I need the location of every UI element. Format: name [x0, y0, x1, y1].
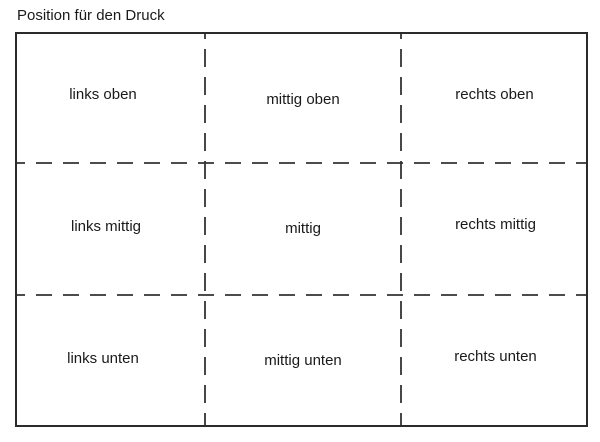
cell-label-rechts-mittig: rechts mittig: [455, 215, 536, 233]
cell-mittig: mittig: [205, 163, 401, 295]
cell-links-mittig: links mittig: [15, 163, 205, 295]
cell-rechts-mittig: rechts mittig: [401, 163, 588, 295]
cell-mittig-unten: mittig unten: [205, 295, 401, 427]
cell-mittig-oben: mittig oben: [205, 32, 401, 163]
cell-label-links-mittig: links mittig: [70, 217, 141, 235]
cell-label-mittig-unten: mittig unten: [264, 351, 342, 369]
cell-label-links-unten: links unten: [67, 349, 139, 367]
cell-label-mittig-oben: mittig oben: [266, 91, 340, 108]
cell-label-mittig: mittig: [285, 219, 321, 237]
cell-rechts-unten: rechts unten: [401, 295, 588, 427]
cell-rechts-oben: rechts oben: [401, 32, 588, 163]
diagram-title: Position für den Druck: [17, 7, 165, 24]
cell-links-unten: links unten: [15, 295, 205, 427]
cell-label-rechts-unten: rechts unten: [454, 347, 537, 365]
outer-border: [15, 32, 588, 427]
cell-label-links-oben: links oben: [69, 86, 137, 103]
cell-links-oben: links oben: [15, 32, 205, 163]
cell-label-rechts-oben: rechts oben: [455, 86, 534, 103]
